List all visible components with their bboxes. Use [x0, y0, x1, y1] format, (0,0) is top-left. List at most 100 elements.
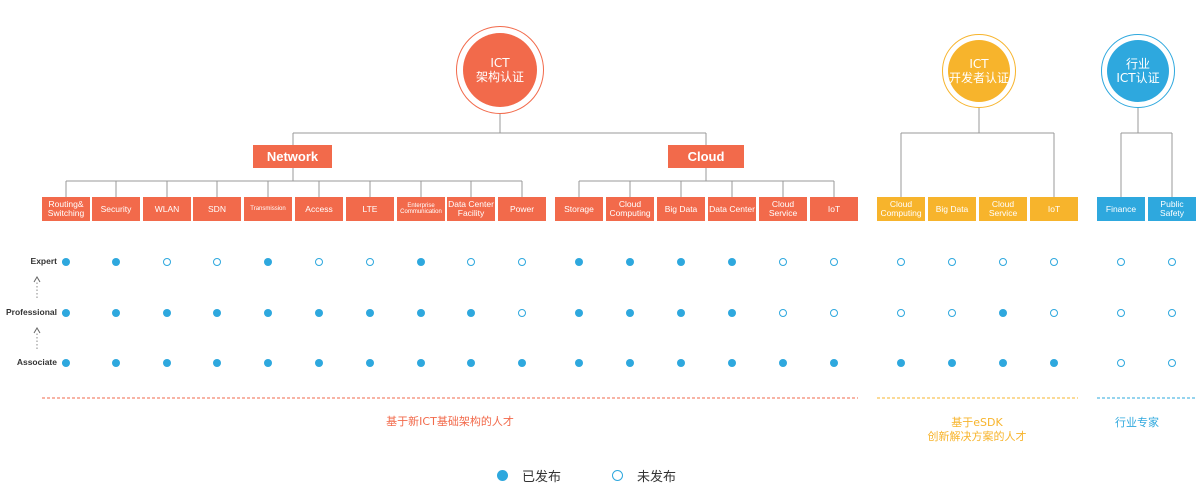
status-dot-cloud-service-professional — [779, 309, 787, 317]
ict-architecture-cert-circle-inner: ICT 架构认证 — [463, 33, 537, 107]
cert-box-enterprise-communication[interactable]: Enterprise Communication — [397, 197, 445, 221]
status-dot-power-expert — [518, 258, 526, 266]
status-dot-dev-cloud-service-associate — [999, 359, 1007, 367]
esdk-solution-talent-label: 基于eSDK 创新解决方案的人才 — [927, 416, 1027, 443]
cert-box-sdn[interactable]: SDN — [193, 197, 241, 221]
status-dot-security-professional — [112, 309, 120, 317]
ict-developer-cert-circle[interactable]: ICT 开发者认证 — [942, 34, 1016, 108]
cert-box-dev-iot[interactable]: IoT — [1030, 197, 1078, 221]
status-dot-iot-professional — [830, 309, 838, 317]
status-dot-access-associate — [315, 359, 323, 367]
status-dot-dev-iot-expert — [1050, 258, 1058, 266]
cert-box-finance[interactable]: Finance — [1097, 197, 1145, 221]
cert-box-power[interactable]: Power — [498, 197, 546, 221]
status-dot-transmission-professional — [264, 309, 272, 317]
status-dot-storage-professional — [575, 309, 583, 317]
status-dot-public-safety-expert — [1168, 258, 1176, 266]
cert-box-cloud-service[interactable]: Cloud Service — [759, 197, 807, 221]
industry-ict-cert-circle-inner: 行业 ICT认证 — [1107, 40, 1169, 102]
ict-developer-cert-circle-inner: ICT 开发者认证 — [948, 40, 1010, 102]
cert-box-cloud-computing[interactable]: Cloud Computing — [606, 197, 654, 221]
status-dot-dev-cloud-computing-associate — [897, 359, 905, 367]
network-group-label[interactable]: Network — [253, 145, 332, 168]
status-dot-finance-associate — [1117, 359, 1125, 367]
status-dot-cloud-computing-associate — [626, 359, 634, 367]
status-dot-power-associate — [518, 359, 526, 367]
status-dot-data-center-facility-expert — [467, 258, 475, 266]
status-dot-storage-associate — [575, 359, 583, 367]
status-dot-dev-big-data-professional — [948, 309, 956, 317]
status-dot-lte-associate — [366, 359, 374, 367]
cert-box-data-center[interactable]: Data Center — [708, 197, 756, 221]
ict-architecture-cert-title-line1: ICT — [490, 55, 510, 70]
level-label-expert: Expert — [30, 256, 57, 266]
level-arrowhead — [33, 276, 41, 283]
status-dot-sdn-professional — [213, 309, 221, 317]
status-dot-transmission-expert — [264, 258, 272, 266]
status-dot-cloud-service-associate — [779, 359, 787, 367]
status-dot-wlan-professional — [163, 309, 171, 317]
cert-box-access[interactable]: Access — [295, 197, 343, 221]
hollow-dot-icon — [612, 470, 623, 481]
status-dot-data-center-facility-associate — [467, 359, 475, 367]
status-dot-transmission-associate — [264, 359, 272, 367]
cert-box-iot[interactable]: IoT — [810, 197, 858, 221]
status-dot-security-expert — [112, 258, 120, 266]
status-dot-access-expert — [315, 258, 323, 266]
status-dot-dev-big-data-expert — [948, 258, 956, 266]
cert-box-public-safety[interactable]: Public Safety — [1148, 197, 1196, 221]
status-dot-routing-switching-professional — [62, 309, 70, 317]
status-dot-access-professional — [315, 309, 323, 317]
cloud-group-label[interactable]: Cloud — [668, 145, 744, 168]
status-dot-public-safety-associate — [1168, 359, 1176, 367]
industry-ict-cert-title-line1: 行业 — [1125, 56, 1150, 71]
status-dot-data-center-facility-professional — [467, 309, 475, 317]
status-dot-iot-associate — [830, 359, 838, 367]
filled-dot-icon — [497, 470, 508, 481]
cert-box-dev-cloud-computing[interactable]: Cloud Computing — [877, 197, 925, 221]
status-dot-lte-professional — [366, 309, 374, 317]
legend-unpublished: 未发布 — [612, 466, 676, 485]
status-dot-security-associate — [112, 359, 120, 367]
cert-box-dev-big-data[interactable]: Big Data — [928, 197, 976, 221]
cert-box-storage[interactable]: Storage — [555, 197, 603, 221]
status-dot-cloud-computing-expert — [626, 258, 634, 266]
ict-architecture-cert-title-line2: 架构认证 — [475, 70, 524, 84]
status-dot-enterprise-communication-professional — [417, 309, 425, 317]
ict-architecture-cert-circle[interactable]: ICT 架构认证 — [456, 26, 544, 114]
level-label-associate: Associate — [16, 357, 57, 367]
level-label-professional: Professional — [5, 307, 57, 317]
status-dot-dev-cloud-service-expert — [999, 258, 1007, 266]
status-dot-dev-iot-associate — [1050, 359, 1058, 367]
status-dot-dev-big-data-associate — [948, 359, 956, 367]
status-dot-big-data-expert — [677, 258, 685, 266]
cert-box-dev-cloud-service[interactable]: Cloud Service — [979, 197, 1027, 221]
status-dot-big-data-associate — [677, 359, 685, 367]
cert-box-transmission[interactable]: Transmission — [244, 197, 292, 221]
status-dot-wlan-expert — [163, 258, 171, 266]
status-dot-wlan-associate — [163, 359, 171, 367]
cert-box-routing-switching[interactable]: Routing& Switching — [42, 197, 90, 221]
cert-box-big-data[interactable]: Big Data — [657, 197, 705, 221]
industry-ict-cert-title-line2: ICT认证 — [1116, 71, 1160, 85]
status-dot-finance-professional — [1117, 309, 1125, 317]
cert-box-data-center-facility[interactable]: Data Center Facility — [447, 197, 495, 221]
status-dot-enterprise-communication-expert — [417, 258, 425, 266]
status-dot-dev-cloud-computing-expert — [897, 258, 905, 266]
status-dot-data-center-professional — [728, 309, 736, 317]
cert-box-wlan[interactable]: WLAN — [143, 197, 191, 221]
industry-ict-cert-circle[interactable]: 行业 ICT认证 — [1101, 34, 1175, 108]
status-dot-cloud-service-expert — [779, 258, 787, 266]
cert-box-security[interactable]: Security — [92, 197, 140, 221]
cert-box-lte[interactable]: LTE — [346, 197, 394, 221]
status-dot-routing-switching-expert — [62, 258, 70, 266]
legend-unpublished-label: 未发布 — [637, 470, 677, 485]
status-dot-public-safety-professional — [1168, 309, 1176, 317]
status-dot-routing-switching-associate — [62, 359, 70, 367]
status-dot-sdn-associate — [213, 359, 221, 367]
status-dot-big-data-professional — [677, 309, 685, 317]
legend-published-label: 已发布 — [522, 470, 562, 485]
status-dot-data-center-associate — [728, 359, 736, 367]
